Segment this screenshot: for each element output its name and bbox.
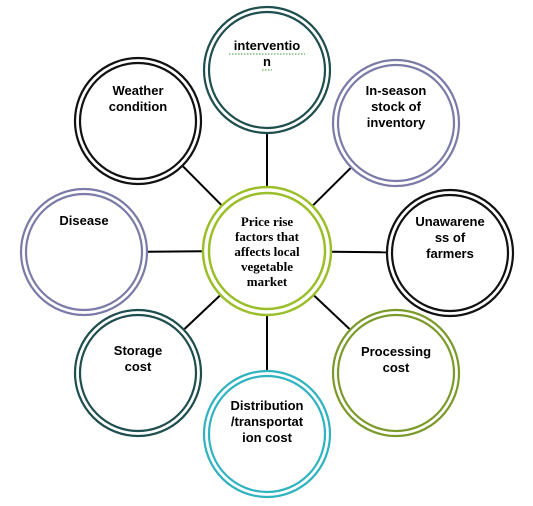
node-intervention-label-line: n [263,54,271,69]
node-weather-condition-label-line: condition [109,99,168,114]
node-weather-condition-label-line: Weather [112,83,163,98]
center-node-label-line: vegetable [241,259,293,274]
node-storage-cost-inner-ring [78,313,198,433]
node-distribution-cost-label-line: Distribution [231,398,304,413]
center-node-inner-ring [207,191,327,311]
center-node-label-line: factors that [235,229,300,244]
node-processing-cost-inner-ring [336,313,456,433]
connector-in-season-stock [311,167,352,207]
node-unawareness-of-farmers-label-line: Unawarene [415,214,484,229]
node-in-season-stock-label-line: In-season [366,83,427,98]
node-storage-cost-label-line: Storage [114,343,162,358]
node-unawareness-of-farmers-label-line: ss of [435,230,466,245]
node-intervention-label-line: interventio [234,38,301,53]
node-in-season-stock-label-line: inventory [367,115,426,130]
node-disease-label-line: Disease [59,213,108,228]
outer-nodes: interventionWeatherconditionIn-seasonsto… [19,5,515,499]
node-unawareness-of-farmers-inner-ring [390,193,510,313]
node-disease: Disease [19,187,149,317]
node-distribution-cost-inner-ring [207,374,327,494]
connector-unawareness-of-farmers [330,250,387,254]
node-in-season-stock-inner-ring [336,63,456,183]
connector-storage-cost [183,294,222,330]
node-disease-inner-ring [24,192,144,312]
node-processing-cost-label-line: Processing [361,344,431,359]
node-weather-condition-inner-ring [78,61,198,181]
center-node-label-line: Price rise [241,214,294,229]
center-node-label-line: market [247,274,288,289]
node-in-season-stock-label-line: stock of [371,99,422,114]
center-node-label-line: affects local [234,244,300,259]
connector-weather-condition [182,165,223,207]
connector-lines [147,134,387,370]
node-processing-cost-label-line: cost [383,360,410,375]
node-distribution-cost-label-line: /transportat [231,414,304,429]
node-distribution-cost-label-line: ion cost [242,430,293,445]
node-intervention-inner-ring [207,10,327,130]
node-unawareness-of-farmers-label-line: farmers [426,246,474,261]
node-storage-cost-label-line: cost [125,359,152,374]
connector-processing-cost [312,294,351,330]
